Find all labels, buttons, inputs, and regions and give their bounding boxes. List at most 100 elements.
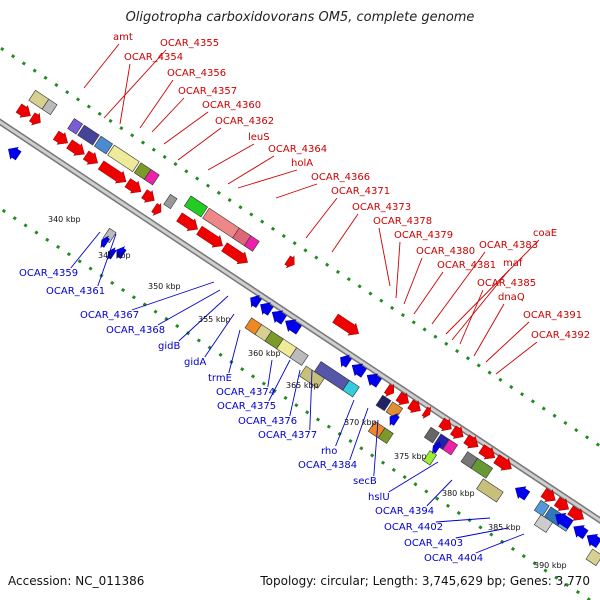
forward-arrow-9 xyxy=(176,212,198,231)
gene-arrows xyxy=(8,103,600,548)
accession-text: Accession: NC_011386 xyxy=(8,574,145,588)
forward-arrow-7 xyxy=(141,189,155,203)
feature-box-8 xyxy=(163,193,178,210)
reverse-gene-label-14: hslU xyxy=(368,492,390,503)
forward-arrow-2 xyxy=(52,130,69,145)
forward-gene-label-2: OCAR_4354 xyxy=(124,52,183,63)
forward-arrow-12 xyxy=(284,255,295,269)
forward-leader-23 xyxy=(495,341,538,375)
forward-leader-8 xyxy=(227,155,275,185)
reverse-arrow-10 xyxy=(366,373,382,388)
reverse-gene-label-13: secB xyxy=(353,476,377,487)
feature-box-4 xyxy=(93,135,114,155)
forward-arrow-23 xyxy=(540,488,556,503)
reverse-gene-label-5: gidA xyxy=(184,357,206,368)
forward-leader-11 xyxy=(305,197,338,239)
forward-gene-label-19: maf xyxy=(503,258,523,269)
forward-gene-label-15: OCAR_4380 xyxy=(416,246,475,257)
reverse-leader-18 xyxy=(475,533,525,554)
feature-box-21 xyxy=(533,499,550,517)
forward-arrow-19 xyxy=(450,425,464,439)
reverse-leader-12 xyxy=(349,407,369,461)
scale-tick-5: 365 kbp xyxy=(286,381,319,390)
forward-gene-label-4: OCAR_4357 xyxy=(178,86,237,97)
reverse-arrow-16 xyxy=(586,533,600,548)
reverse-gene-label-1: OCAR_4361 xyxy=(46,286,105,297)
forward-leader-0 xyxy=(83,43,120,89)
forward-leader-7 xyxy=(207,143,255,171)
backbone-highlight xyxy=(0,120,600,523)
forward-gene-label-16: OCAR_4383 xyxy=(479,240,538,251)
reverse-gene-label-4: gidB xyxy=(158,341,180,352)
feature-box-9 xyxy=(183,195,209,218)
reverse-arrow-14 xyxy=(555,512,574,530)
reverse-leader-11 xyxy=(335,399,355,447)
reverse-leader-7 xyxy=(267,359,273,388)
forward-arrow-11 xyxy=(221,242,248,265)
reverse-feature-box-10 xyxy=(422,450,437,466)
scale-tick-3: 355 kbp xyxy=(198,315,231,324)
forward-gene-label-8: OCAR_4364 xyxy=(268,144,327,155)
forward-arrow-4 xyxy=(82,150,99,165)
forward-leader-1 xyxy=(103,49,167,119)
forward-leader-19 xyxy=(451,269,510,341)
forward-arrow-16 xyxy=(407,399,421,413)
scale-tick-1: 345 kbp xyxy=(98,251,131,260)
forward-gene-label-22: OCAR_4391 xyxy=(523,310,582,321)
reverse-leader-14 xyxy=(388,461,439,493)
forward-gene-label-9: holA xyxy=(291,158,313,169)
reverse-gene-label-17: OCAR_4403 xyxy=(404,538,463,549)
feature-box-5 xyxy=(107,144,140,173)
forward-leader-12 xyxy=(331,213,359,253)
reverse-feature-box-12 xyxy=(533,514,554,533)
reverse-leader-6 xyxy=(228,329,241,374)
reverse-feature-box-11 xyxy=(476,478,504,503)
forward-arrow-5 xyxy=(97,160,127,184)
reverse-gene-label-8: OCAR_4375 xyxy=(217,401,276,412)
forward-arrow-22 xyxy=(493,454,512,471)
reverse-arrow-7 xyxy=(285,319,302,335)
forward-arrow-13 xyxy=(332,313,360,336)
forward-leader-10 xyxy=(275,183,318,199)
forward-leader-5 xyxy=(163,111,209,145)
reverse-feature-box-7 xyxy=(342,379,360,398)
reverse-leader-3 xyxy=(157,289,221,326)
reverse-leader-17 xyxy=(455,527,509,539)
reverse-feature-box-5 xyxy=(289,347,309,366)
reverse-leader-8 xyxy=(268,359,291,402)
reverse-gene-label-9: OCAR_4376 xyxy=(238,416,297,427)
feature-box-2 xyxy=(67,118,84,135)
reverse-gene-label-15: OCAR_4394 xyxy=(375,506,434,517)
reverse-leader-13 xyxy=(373,419,379,477)
feature-box-3 xyxy=(77,124,100,146)
reverse-gene-label-2: OCAR_4367 xyxy=(80,310,139,321)
reverse-gene-label-11: rho xyxy=(321,446,337,457)
feature-boxes xyxy=(28,89,600,567)
forward-arrow-21 xyxy=(478,444,496,460)
reverse-leader-0 xyxy=(70,231,101,269)
forward-leader-17 xyxy=(445,239,540,335)
reverse-arrow-5 xyxy=(260,302,274,316)
forward-gene-label-13: OCAR_4378 xyxy=(373,216,432,227)
forward-leader-20 xyxy=(459,289,484,345)
reverse-leader-2 xyxy=(131,281,215,311)
scale-tick-9: 385 kbp xyxy=(488,523,521,532)
forward-gene-label-11: OCAR_4371 xyxy=(331,186,390,197)
forward-arrow-24 xyxy=(553,496,569,511)
genome-title: Oligotropha carboxidovorans OM5, complet… xyxy=(125,10,475,25)
forward-gene-label-14: OCAR_4379 xyxy=(394,230,453,241)
forward-gene-label-10: OCAR_4366 xyxy=(311,172,370,183)
forward-leader-15 xyxy=(403,257,423,305)
scale-tick-0: 340 kbp xyxy=(48,215,81,224)
feature-box-16 xyxy=(423,426,440,444)
forward-leader-13 xyxy=(378,227,391,287)
reverse-feature-box-13 xyxy=(585,548,600,567)
forward-gene-label-12: OCAR_4373 xyxy=(352,202,411,213)
gene-labels: amtOCAR_4355OCAR_4354OCAR_4356OCAR_4357O… xyxy=(19,32,590,564)
feature-box-18 xyxy=(442,439,459,456)
forward-arrow-3 xyxy=(66,139,85,156)
scale-tick-4: 360 kbp xyxy=(248,349,281,358)
reverse-gene-label-3: OCAR_4368 xyxy=(106,325,165,336)
